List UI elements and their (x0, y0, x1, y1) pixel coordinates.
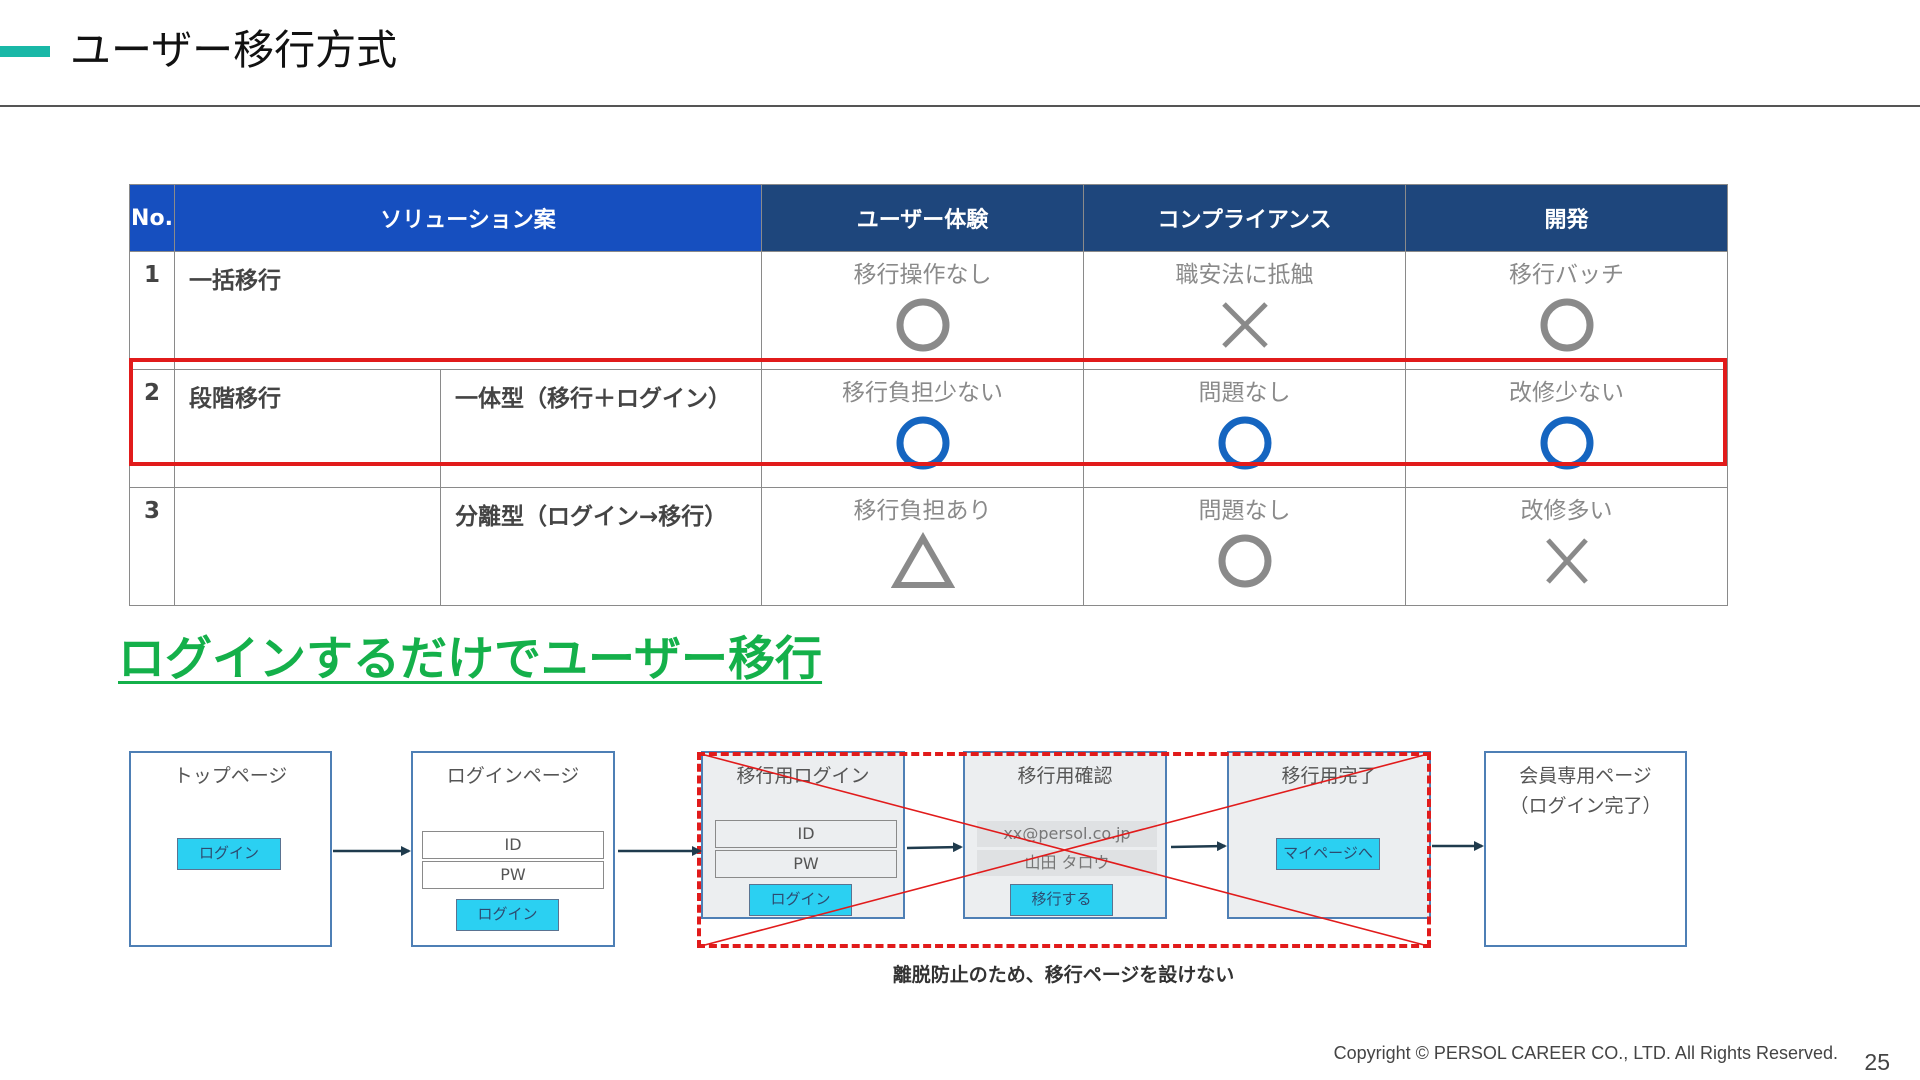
table-header-row: No. ソリューション案 ユーザー体験 コンプライアンス 開発 (129, 184, 1728, 252)
flow-step-migration-login: 移行用ログイン ID PW ログイン (701, 751, 905, 919)
compliance-cell: 職安法に抵触 (1083, 251, 1406, 370)
cross-mark-icon (1545, 538, 1588, 584)
evaluation-text: 改修多い (1520, 498, 1613, 524)
dev-cell: 改修少ない (1405, 369, 1728, 488)
ux-cell: 移行負担少ない (761, 369, 1084, 488)
col-header-dev: 開発 (1405, 184, 1728, 252)
triangle-mark-icon (890, 532, 955, 588)
evaluation-text: 職安法に抵触 (1175, 262, 1314, 288)
circle-mark-icon (1218, 416, 1271, 470)
col-header-compliance: コンプライアンス (1083, 184, 1406, 252)
name-value: 山田 タロウ (977, 850, 1157, 876)
solution-name: 一括移行 (174, 251, 762, 370)
step-title: 移行用完了 (1281, 765, 1377, 787)
solution-variant: 一体型（移行＋ログイン） (440, 369, 762, 488)
flow-step-member-page: 会員専用ページ （ログイン完了） (1484, 751, 1687, 947)
table-row: 1 一括移行 移行操作なし 職安法に抵触 移行バッチ (129, 251, 1728, 370)
col-header-ux: ユーザー体験 (761, 184, 1084, 252)
circle-mark-icon (1218, 534, 1271, 588)
solution-name: 段階移行 (174, 369, 441, 488)
compliance-cell: 問題なし (1083, 487, 1406, 606)
row-number: 3 (129, 487, 175, 606)
circle-mark-icon (896, 298, 949, 352)
arrow-migration-login-to-confirm (906, 842, 963, 853)
copyright-text: Copyright © PERSOL CAREER CO., LTD. All … (1333, 1043, 1838, 1063)
cross-mark-icon (1221, 302, 1268, 348)
step-title: 会員専用ページ (1519, 765, 1652, 787)
evaluation-text: 移行操作なし (853, 262, 992, 288)
col-header-no: No. (129, 184, 175, 252)
table-row: 3 分離型（ログイン→移行） 移行負担あり 問題なし 改修多い (129, 487, 1728, 606)
flow-caption: 離脱防止のため、移行ページを設けない (892, 964, 1235, 986)
circle-mark-icon (896, 416, 949, 470)
row-number: 2 (129, 369, 175, 488)
migrate-button[interactable]: 移行する (1010, 884, 1113, 916)
flow-step-login-page: ログインページ ID PW ログイン (411, 751, 615, 947)
evaluation-text: 移行負担あり (853, 498, 992, 524)
compliance-cell: 問題なし (1083, 369, 1406, 488)
ux-cell: 移行操作なし (761, 251, 1084, 370)
step-subtitle: （ログイン完了） (1509, 795, 1662, 817)
step-title: 移行用ログイン (736, 765, 870, 787)
solution-name (174, 487, 441, 606)
pw-input[interactable]: PW (422, 861, 604, 889)
row-number: 1 (129, 251, 175, 370)
table-row: 2 段階移行 一体型（移行＋ログイン） 移行負担少ない 問題なし 改修少ない (129, 369, 1728, 488)
evaluation-text: 問題なし (1198, 380, 1291, 406)
flow-step-top-page: トップページ ログイン (129, 751, 332, 947)
col-header-solution: ソリューション案 (174, 184, 762, 252)
flow-step-migration-confirm: 移行用確認 xx@persol.co.jp 山田 タロウ 移行する (963, 751, 1167, 919)
solution-comparison-table: No. ソリューション案 ユーザー体験 コンプライアンス 開発 1 一括移行 移… (129, 184, 1728, 606)
evaluation-text: 改修少ない (1509, 380, 1624, 406)
section-subheading: ログインするだけでユーザー移行 (118, 632, 823, 687)
ux-cell: 移行負担あり (761, 487, 1084, 606)
circle-mark-icon (1540, 298, 1593, 352)
step-title: 移行用確認 (1017, 765, 1113, 787)
id-input[interactable]: ID (422, 831, 604, 859)
title-divider (0, 105, 1920, 107)
arrow-confirm-to-complete (1170, 841, 1227, 852)
top-login-button[interactable]: ログイン (177, 838, 281, 870)
pw-input[interactable]: PW (715, 850, 897, 878)
evaluation-text: 移行負担少ない (842, 380, 1003, 406)
solution-variant: 分離型（ログイン→移行） (440, 487, 762, 606)
page-number: 25 (1864, 1049, 1890, 1075)
highlight-frame-row-2 (129, 358, 1727, 466)
dev-cell: 改修多い (1405, 487, 1728, 606)
circle-mark-icon (1540, 416, 1593, 470)
id-input[interactable]: ID (715, 820, 897, 848)
evaluation-text: 問題なし (1198, 498, 1291, 524)
mypage-button[interactable]: マイページへ (1276, 838, 1380, 870)
login-button[interactable]: ログイン (456, 899, 559, 931)
dev-cell: 移行バッチ (1405, 251, 1728, 370)
cross-out-lines-icon (700, 753, 1429, 947)
page-title: ユーザー移行方式 (70, 26, 398, 74)
evaluation-text: 移行バッチ (1509, 262, 1624, 288)
step-title: ログインページ (446, 765, 580, 787)
title-accent-bar (0, 46, 50, 57)
step-title: トップページ (173, 765, 288, 787)
